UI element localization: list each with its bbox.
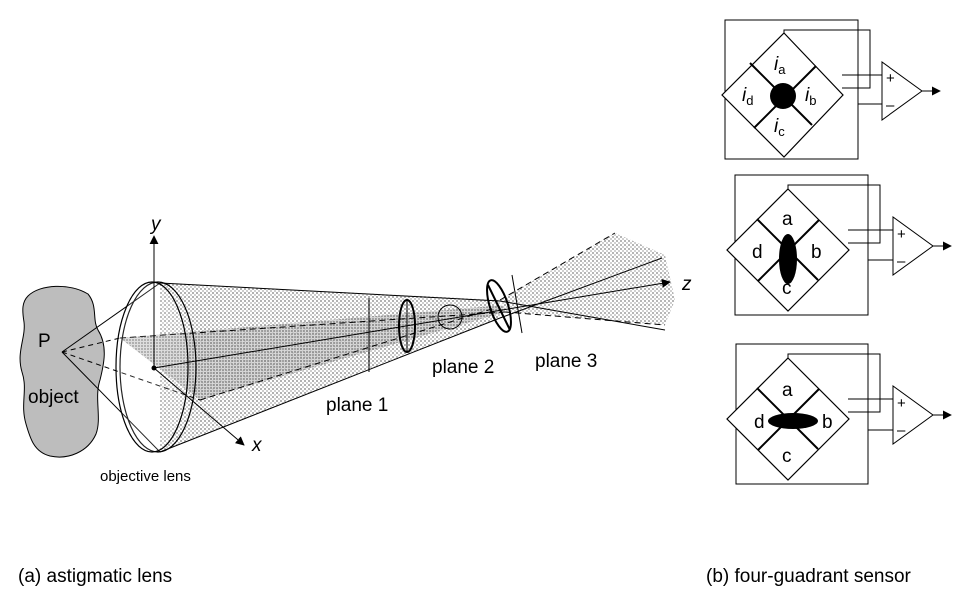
x-axis (153, 367, 245, 446)
plane3-line (511, 274, 523, 334)
caption-astigmatic-lens: (a) astigmatic lens (18, 566, 173, 587)
diverging-beam (500, 233, 675, 325)
vertical-ellipse-spot (779, 234, 797, 284)
quadrant-label-a: a (782, 209, 793, 230)
differential-amplifier (892, 216, 934, 276)
z-axis-label: z (681, 274, 692, 295)
differential-amplifier (881, 61, 923, 121)
plane1-label: plane 1 (326, 395, 388, 416)
y-axis-label: y (149, 214, 162, 235)
amp-plus-sign: + (886, 70, 895, 87)
z-axis (153, 278, 671, 369)
sensor-horizontal-spot: + – a d b c (726, 343, 952, 485)
plane2-circle (437, 304, 463, 330)
sensor-focused: + – ia id ib ic (721, 19, 941, 160)
wire-top (787, 184, 881, 244)
quadrant-label-c: ic (774, 116, 785, 139)
ray-p-top (61, 282, 161, 353)
sensor-frame (724, 19, 859, 160)
objective-lens-label: objective lens (100, 468, 191, 485)
objective-lens-back (119, 281, 197, 453)
x-axis-label: x (251, 435, 263, 456)
quadrant-label-d: d (754, 412, 765, 433)
horizontal-focal-line (487, 284, 511, 331)
ray-p-bottom (61, 351, 161, 453)
amp-plus-sign: + (897, 395, 906, 412)
object-label: object (28, 387, 79, 408)
quadrant-label-d: id (742, 85, 753, 108)
quadrant-label-b: ib (805, 85, 816, 108)
amp-minus-sign: – (886, 97, 895, 114)
origin-dot (151, 365, 157, 371)
differential-amplifier (892, 385, 934, 445)
plane3-label: plane 3 (535, 351, 597, 372)
quadrant-label-b: b (811, 242, 822, 263)
amp-plus-sign: + (897, 226, 906, 243)
quadrant-label-d: d (752, 242, 763, 263)
ray-p-dashed-2 (61, 351, 201, 401)
beam-edge-dashed-2 (199, 307, 496, 401)
wire-top (783, 29, 871, 89)
object-shape (19, 285, 105, 458)
quadrant-label-a: a (782, 380, 793, 401)
beam-div-line-1 (499, 257, 663, 319)
horizontal-ellipse-spot (768, 413, 818, 429)
caption-four-quadrant-sensor: (b) four-guadrant sensor (706, 566, 911, 587)
ray-p-dashed-1 (61, 337, 121, 353)
sensor-vertical-spot: + – a d b c (726, 174, 952, 316)
quadrant-label-c: c (782, 446, 792, 467)
plane2-label: plane 2 (432, 357, 494, 378)
beam-div-dashed-2 (504, 311, 666, 326)
beam-edge-dashed-1 (119, 311, 506, 339)
horizontal-focal-ellipse (486, 279, 512, 333)
beam-edge-bottom (159, 317, 501, 453)
beam-div-dashed-1 (499, 232, 616, 301)
amp-minus-sign: – (897, 422, 906, 439)
wire-top (787, 353, 881, 413)
quadrant-label-a: ia (774, 54, 786, 77)
amp-minus-sign: – (897, 253, 906, 270)
focused-spot (770, 83, 796, 109)
beam-edge-top (159, 282, 501, 302)
light-cone-horizontal (120, 305, 505, 400)
quadrant-label-c: c (782, 278, 792, 299)
astigmatic-lens-panel: y x z P object objective lens plane 1 pl… (19, 214, 692, 485)
point-p-label: P (38, 331, 51, 352)
quadrant-label-b: b (822, 412, 833, 433)
